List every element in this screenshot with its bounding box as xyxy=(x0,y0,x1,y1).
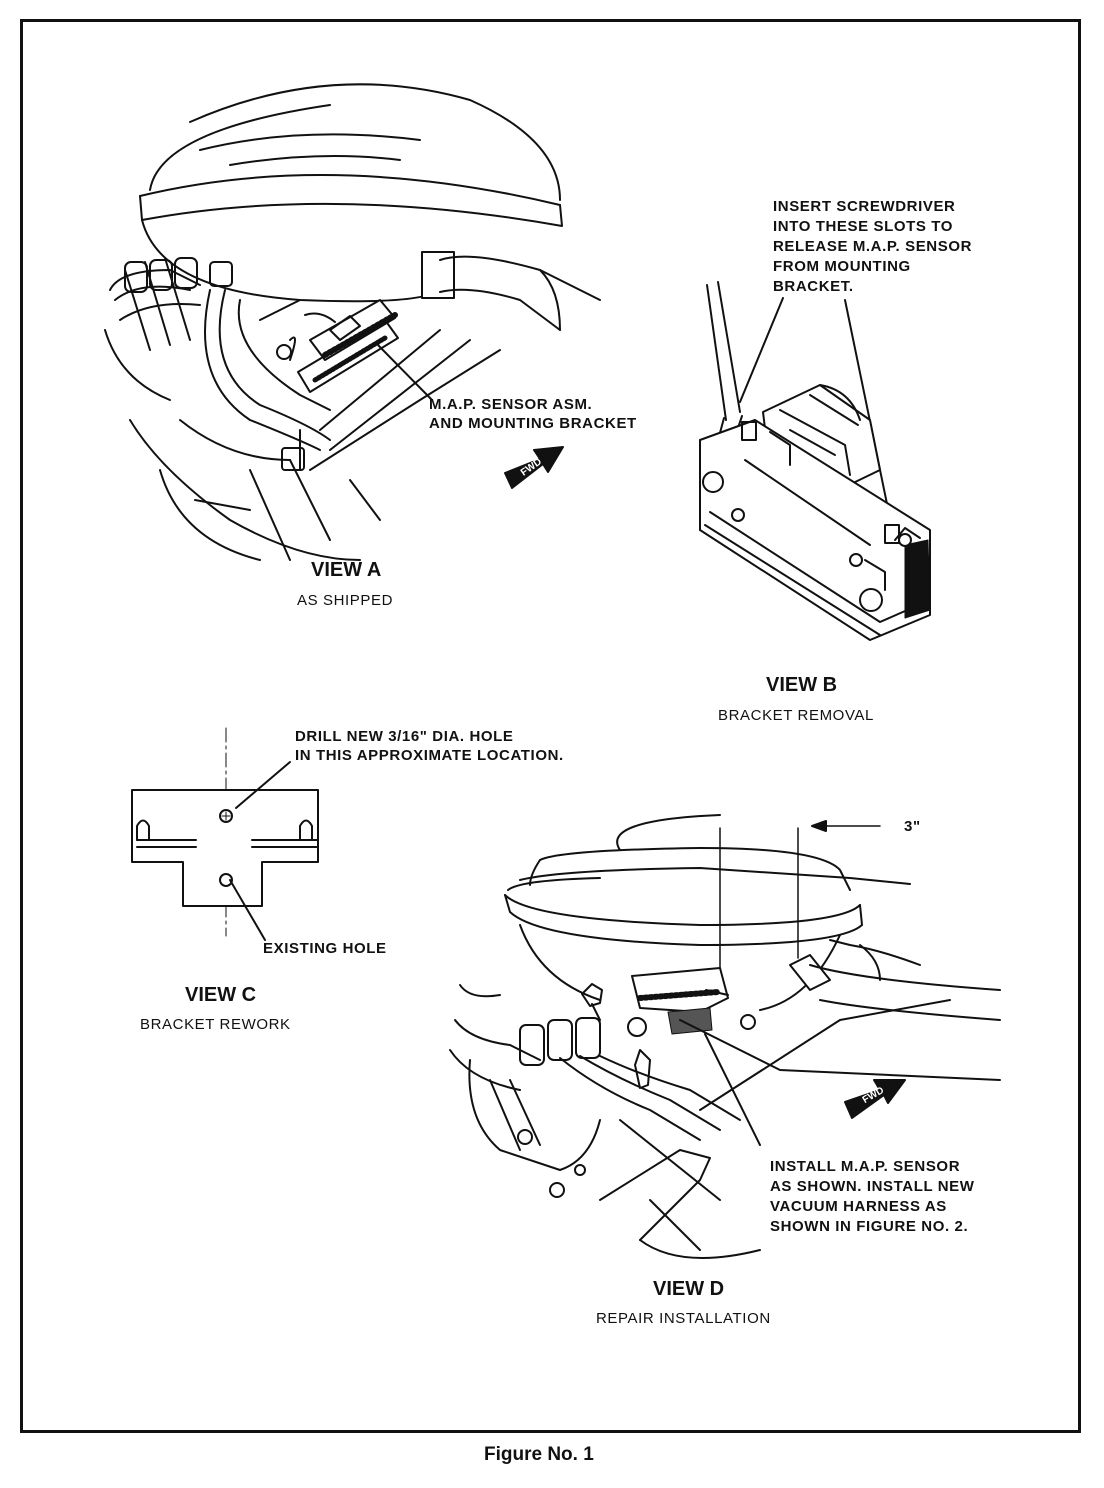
figure-caption: Figure No. 1 xyxy=(484,1444,594,1465)
figure-frame xyxy=(20,19,1081,1433)
view-a-subtitle: AS SHIPPED xyxy=(297,592,394,609)
view-b-illustration xyxy=(699,281,931,641)
fwd-arrow-d xyxy=(844,1079,906,1119)
view-d-callout-line2: AS SHOWN. INSTALL NEW xyxy=(770,1178,975,1195)
view-c-drill-line1: DRILL NEW 3/16" DIA. HOLE xyxy=(295,728,514,745)
view-b-callout-line5: BRACKET. xyxy=(773,278,854,295)
view-b-title: VIEW B xyxy=(766,674,838,696)
view-c-drill-line2: IN THIS APPROXIMATE LOCATION. xyxy=(295,747,564,764)
view-d-title: VIEW D xyxy=(653,1278,725,1300)
fwd-arrow-a xyxy=(504,446,564,489)
view-b-callout-line4: FROM MOUNTING xyxy=(773,258,911,275)
view-d-illustration xyxy=(449,814,1001,1259)
view-d-subtitle: REPAIR INSTALLATION xyxy=(596,1310,771,1327)
view-d-callout-line3: VACUUM HARNESS AS xyxy=(770,1198,947,1215)
view-c-subtitle: BRACKET REWORK xyxy=(140,1016,291,1033)
view-c-existing-hole: EXISTING HOLE xyxy=(263,940,387,957)
view-a-title: VIEW A xyxy=(311,559,382,581)
view-c-illustration xyxy=(131,727,319,941)
view-d-callout-line1: INSTALL M.A.P. SENSOR xyxy=(770,1158,961,1175)
view-a-callout-line1: M.A.P. SENSOR ASM. xyxy=(429,396,593,413)
view-b-subtitle: BRACKET REMOVAL xyxy=(718,707,874,724)
view-b-callout-line1: INSERT SCREWDRIVER xyxy=(773,198,956,215)
view-a-illustration xyxy=(104,83,601,561)
view-c-title: VIEW C xyxy=(185,984,257,1006)
view-d-callout-line4: SHOWN IN FIGURE NO. 2. xyxy=(770,1218,969,1235)
view-b-callout-line2: INTO THESE SLOTS TO xyxy=(773,218,954,235)
view-d-dimension: 3" xyxy=(904,818,921,835)
view-a-callout-line2: AND MOUNTING BRACKET xyxy=(429,415,637,432)
view-b-callout-line3: RELEASE M.A.P. SENSOR xyxy=(773,238,973,255)
